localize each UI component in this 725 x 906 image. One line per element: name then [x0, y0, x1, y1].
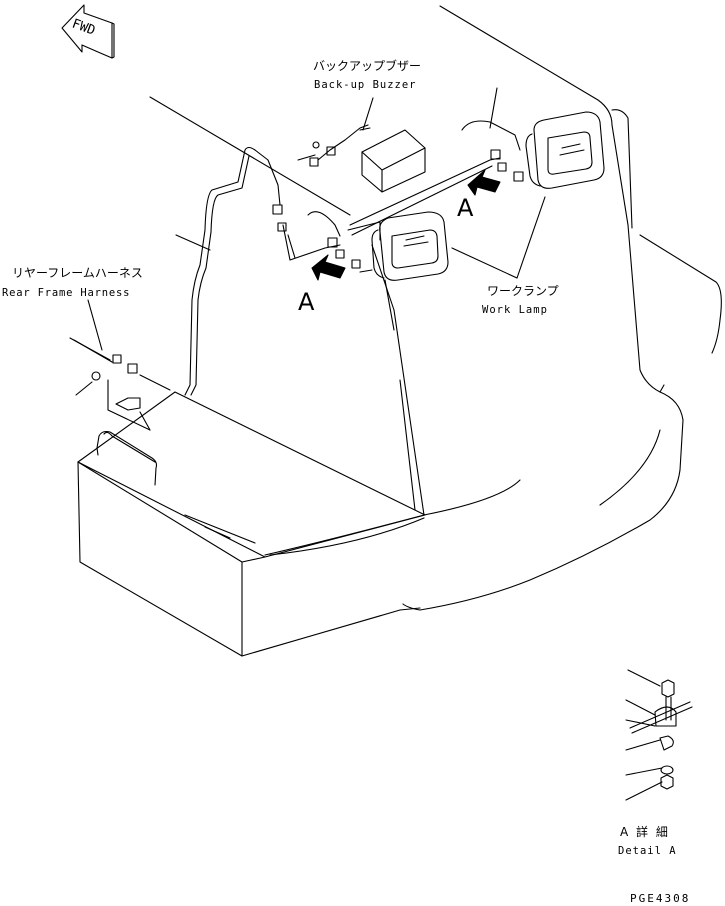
connector-icon [272, 204, 283, 215]
detail-a-label-ja: A 詳 細 [620, 824, 670, 839]
work-lamp-left-icon [371, 211, 449, 281]
backup-buzzer-label-en: Back-up Buzzer [314, 79, 417, 91]
connector-icon [351, 259, 361, 269]
machine-body [149, 5, 722, 611]
leader-lines [75, 97, 546, 431]
backup-buzzer-icon [359, 127, 426, 193]
washer-icon [660, 765, 674, 775]
fwd-label: FWD [70, 17, 97, 39]
connector-icon [112, 354, 122, 364]
clip-icon [659, 735, 674, 751]
work-lamp-right-icon [525, 111, 605, 189]
connector-icon [335, 249, 345, 259]
drawing-code: PGE4308 [630, 892, 690, 905]
rear-box [77, 391, 426, 657]
clamp-icon [654, 706, 677, 727]
detail-a-label-en: Detail A [618, 845, 677, 857]
fwd-arrow-icon: FWD [61, 4, 115, 59]
callout-a-right: A [457, 194, 474, 222]
connector-icon [277, 222, 287, 232]
connector-icon [127, 363, 138, 374]
arrow-a-left-icon [311, 254, 346, 281]
bolt-icon [115, 397, 141, 411]
callout-a-left: A [298, 288, 315, 316]
handle-icon [96, 430, 158, 486]
callout-arrows [311, 169, 501, 281]
backup-buzzer-label-ja: バックアップブザー [313, 58, 421, 73]
connector-icon [326, 146, 336, 156]
connector-icon [497, 162, 507, 172]
connector-icon [490, 149, 501, 160]
work-lamp-label-ja: ワークランプ [487, 284, 559, 298]
nut-icon [660, 774, 674, 790]
connector-icon [327, 237, 338, 248]
bolt-head-icon [661, 679, 675, 698]
connectors [91, 141, 524, 431]
rear-frame-harness-label-ja: リヤーフレームハーネス [12, 266, 143, 280]
connector-icon [309, 157, 319, 167]
connector-icon [513, 171, 524, 182]
arrow-a-right-icon [467, 169, 501, 196]
rear-frame-harness-label-en: Rear Frame Harness [2, 287, 130, 299]
clamp-icon [312, 141, 320, 149]
clamp-icon [91, 371, 101, 381]
work-lamp-label-en: Work Lamp [482, 304, 548, 316]
detail-a-view [625, 669, 693, 801]
wire-harness [69, 87, 521, 396]
